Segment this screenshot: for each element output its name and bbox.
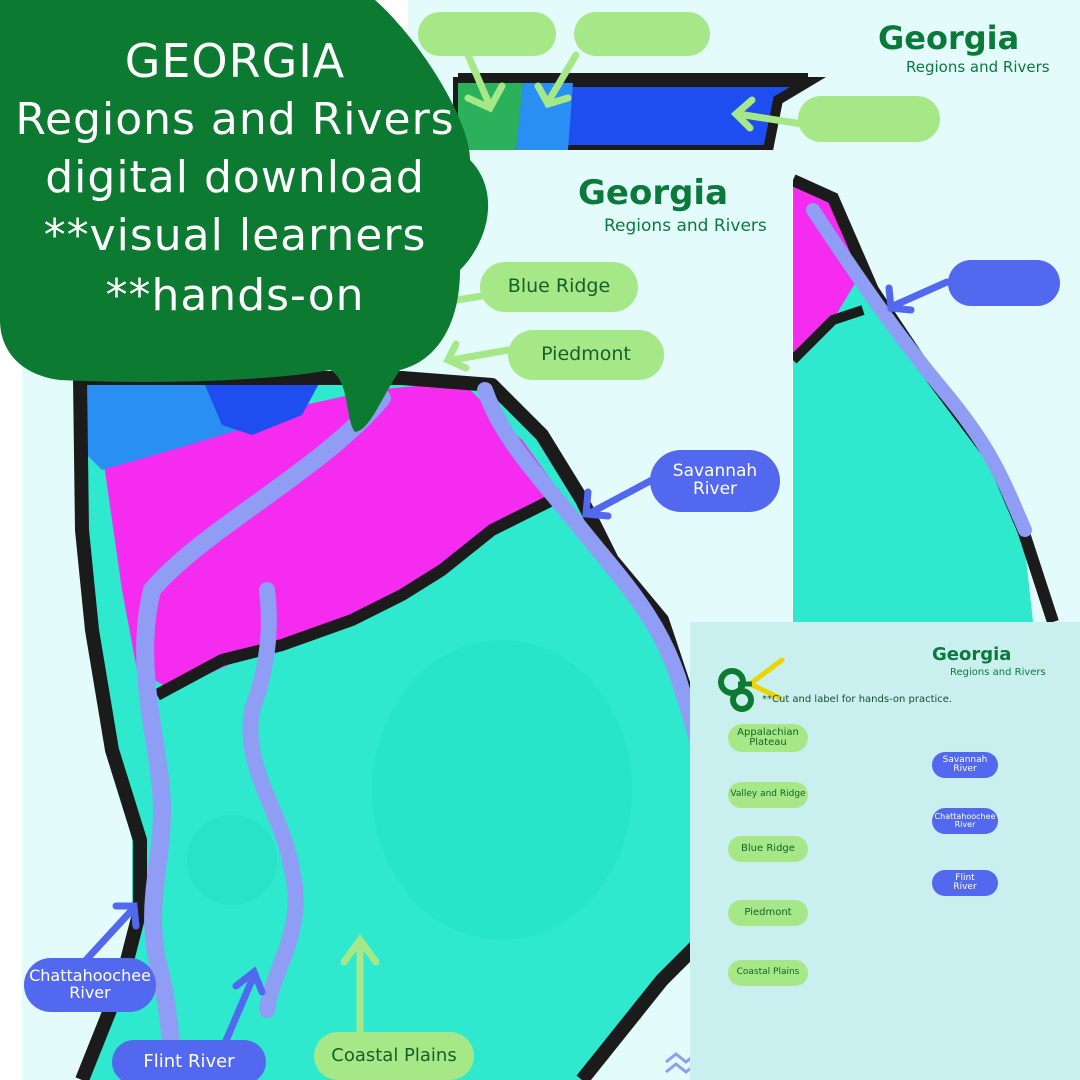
main-subtitle: Regions and Rivers: [604, 216, 767, 236]
label-piedmont: Piedmont: [508, 330, 664, 380]
preview-subtitle: Regions and Rivers: [906, 58, 1050, 76]
preview-label-blank-1: [418, 12, 556, 56]
cutout-subtitle: Regions and Rivers: [950, 667, 1046, 678]
main-title-block: Georgia Regions and Rivers: [578, 176, 792, 235]
preview-title-block: Georgia Regions and Rivers: [878, 22, 1078, 75]
label-chattahoochee-river: Chattahoochee River: [24, 958, 156, 1012]
cutout-sheet: Georgia Regions and Rivers **Cut and lab…: [690, 622, 1080, 1080]
cutout-region-label-5[interactable]: Coastal Plains: [728, 960, 808, 986]
right-map: [793, 174, 1059, 622]
label-savannah-river: Savannah River: [650, 450, 780, 512]
promo-banner: GEORGIA Regions and Rivers digital downl…: [0, 0, 500, 440]
preview-panel-top: Georgia Regions and Rivers: [408, 0, 1080, 190]
cutout-title: Georgia: [932, 644, 1012, 665]
preview-arrows: [464, 51, 806, 132]
preview-label-blank-3: [798, 96, 940, 142]
cutout-region-label-1[interactable]: Appalachian Plateau: [728, 724, 808, 752]
cutout-river-label-3[interactable]: Flint River: [932, 870, 998, 896]
scissors-icon: [718, 657, 785, 712]
main-title: Georgia: [578, 173, 729, 213]
georgia-map: [73, 292, 720, 1080]
cutout-region-label-3[interactable]: Blue Ridge: [728, 836, 808, 862]
cutout-title-block: Georgia Regions and Rivers: [932, 646, 1078, 678]
cutout-river-label-2[interactable]: Chattahoochee River: [932, 808, 998, 834]
preview-panel-right: [793, 150, 1080, 622]
promo-blob-shape: [0, 0, 489, 432]
promo-line-5: **hands-on: [105, 270, 365, 321]
cutout-region-label-4[interactable]: Piedmont: [728, 900, 808, 926]
right-river-label-blank: [948, 260, 1060, 306]
preview-title: Georgia: [878, 19, 1020, 57]
promo-line-1: GEORGIA: [124, 34, 346, 88]
cutout-river-label-1[interactable]: Savannah River: [932, 752, 998, 778]
promo-line-3: digital download: [45, 152, 425, 203]
cutout-instruction: **Cut and label for hands-on practice.: [762, 694, 953, 705]
label-blue-ridge: Blue Ridge: [480, 262, 638, 312]
label-coastal-plains: Coastal Plains: [314, 1032, 474, 1080]
cutout-region-label-2[interactable]: Valley and Ridge: [728, 782, 808, 808]
label-flint-river: Flint River: [112, 1040, 266, 1080]
promo-line-2: Regions and Rivers: [15, 94, 455, 145]
promo-line-4: **visual learners: [43, 210, 427, 261]
right-arrow: [885, 278, 951, 314]
preview-label-blank-2: [574, 12, 710, 56]
